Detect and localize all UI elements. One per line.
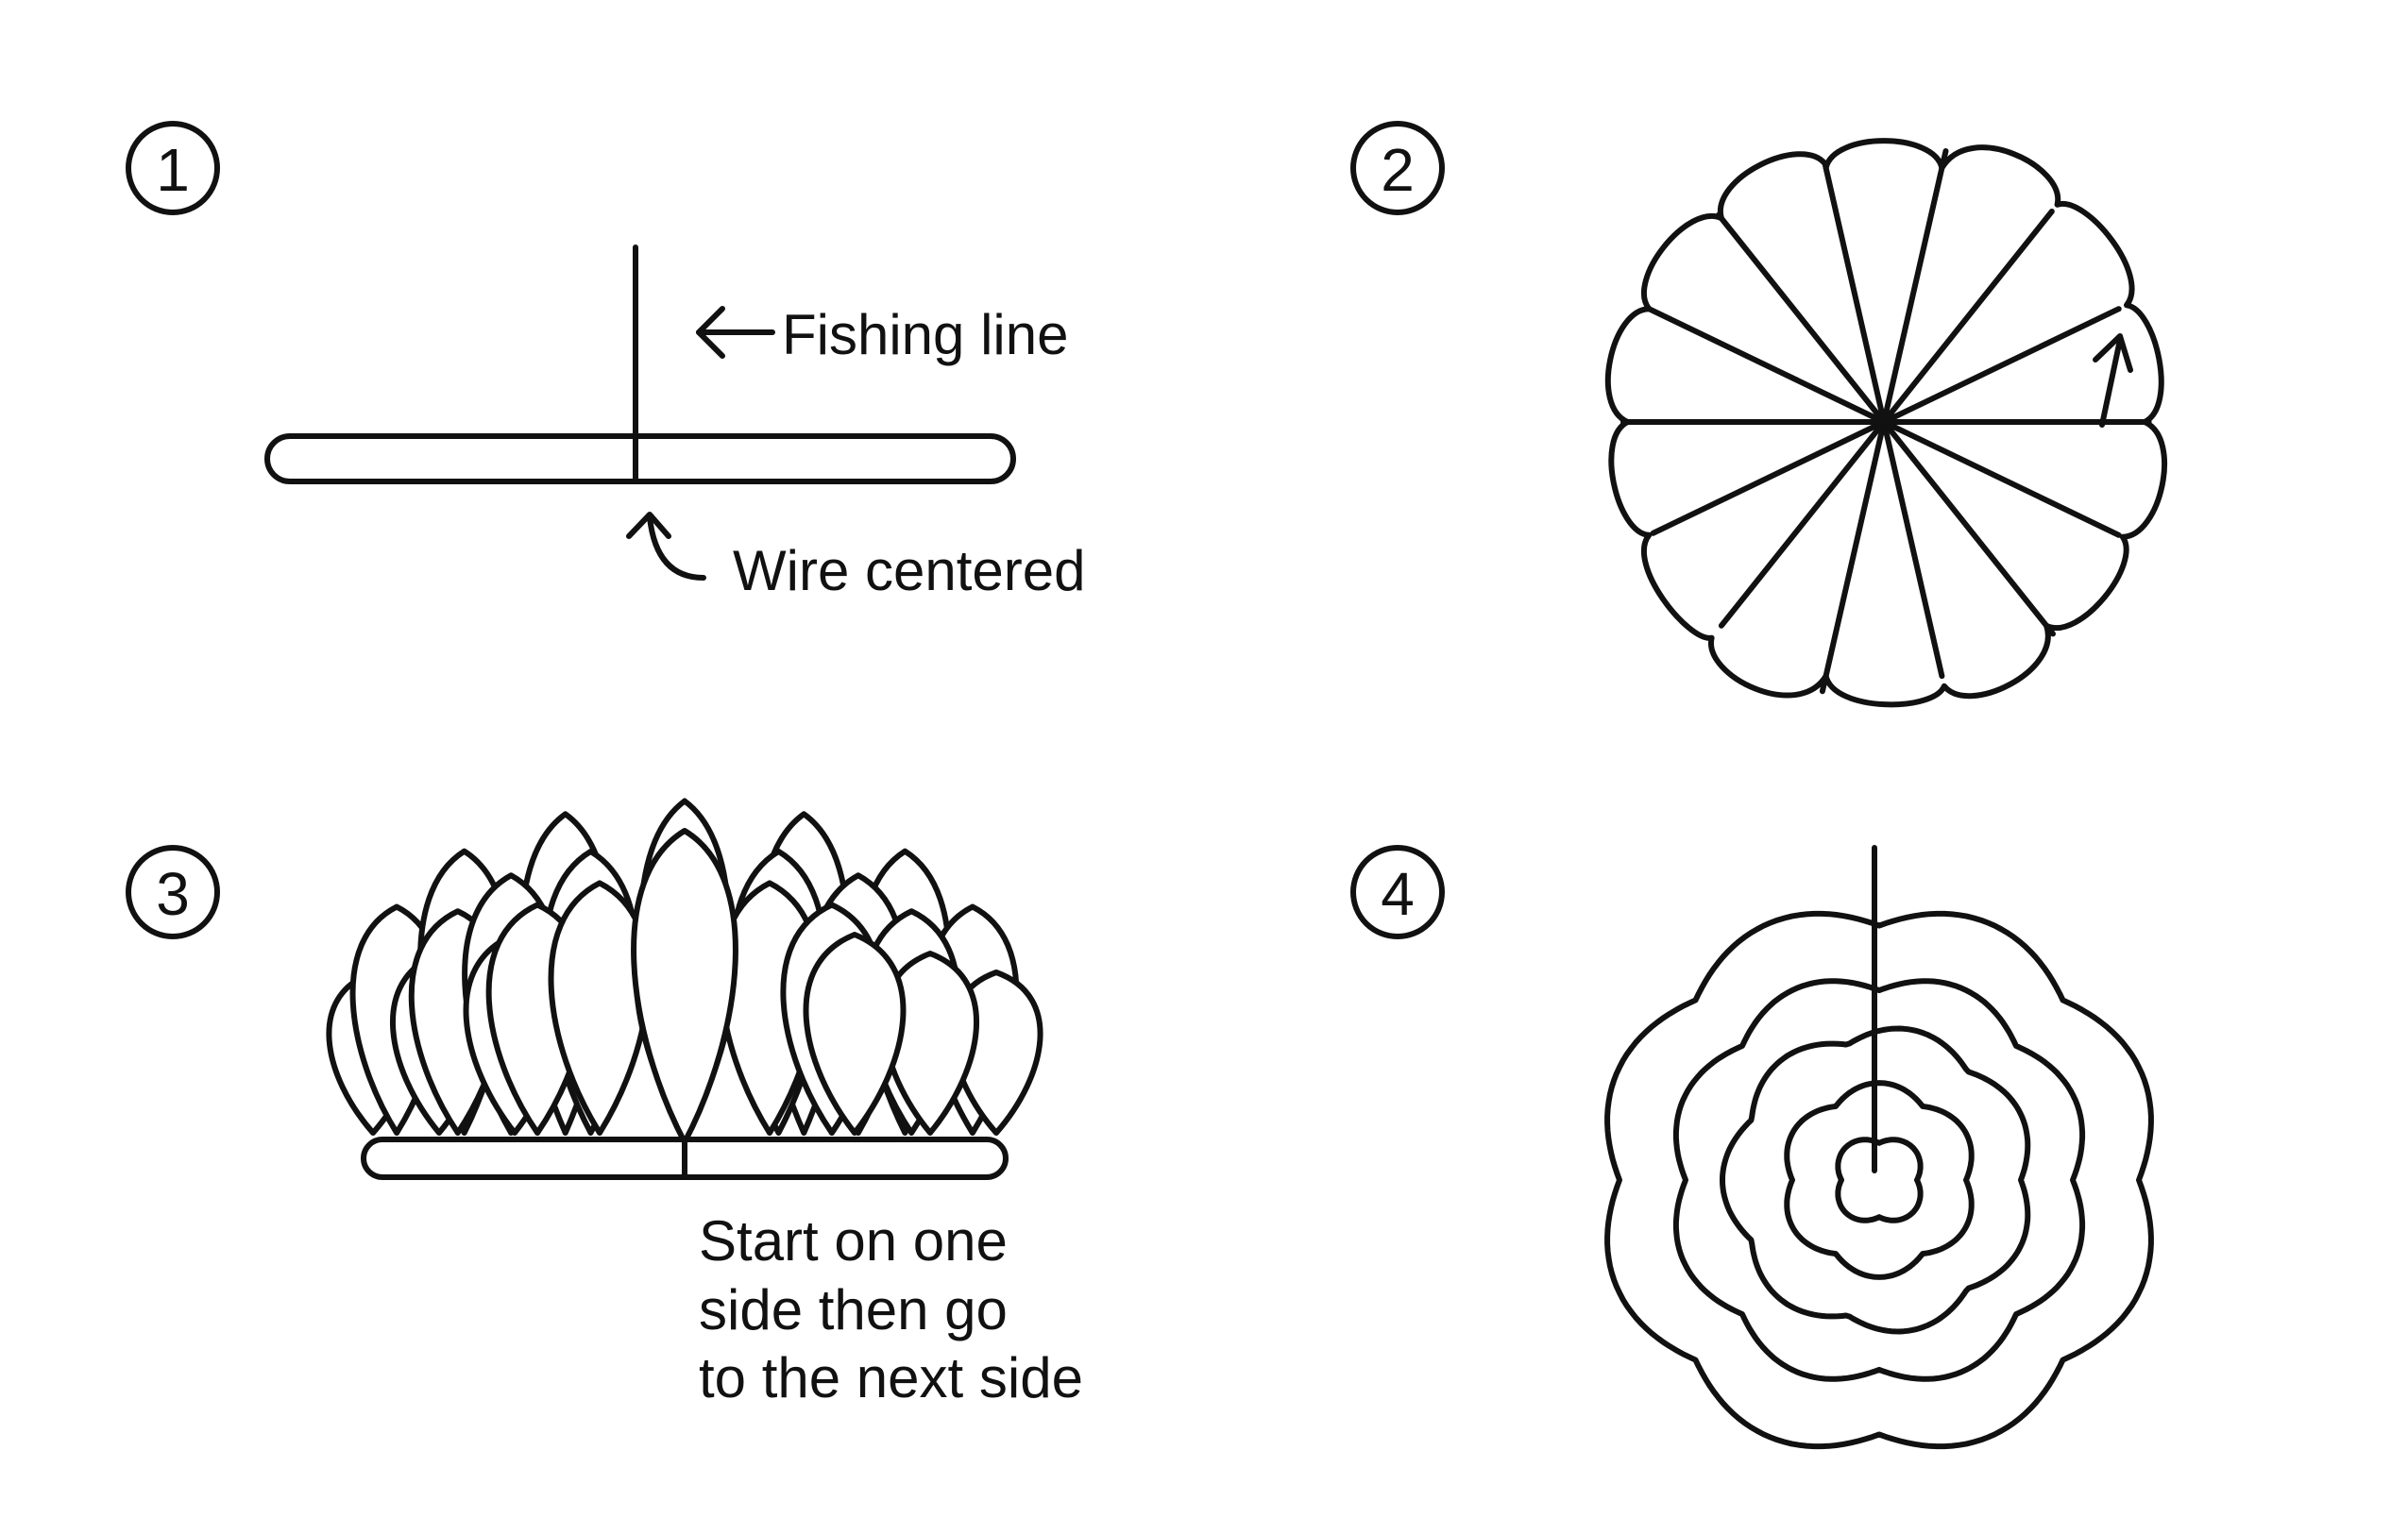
step-3-panel: 3 Start on one side then go to the next …: [126, 798, 1083, 1409]
petal: [803, 932, 907, 1136]
petal: [548, 880, 652, 1136]
step-3-number: 3: [156, 860, 190, 928]
flower-ring: [1720, 1025, 2031, 1335]
petal-fold-line: [1881, 306, 2122, 425]
step-3-circle: [126, 845, 220, 939]
wire-bar: [264, 433, 1016, 484]
fanned-petals: [326, 798, 1043, 1145]
flower-outline: [1604, 138, 2168, 708]
flower-ring: [1672, 978, 2086, 1382]
step-1-number: 1: [156, 136, 190, 204]
fishing-line-label: Fishing line: [782, 303, 1069, 366]
petal-fold-line: [1646, 306, 1887, 425]
petal-fold-line: [1819, 419, 1887, 695]
instruction-line-1: Start on one: [699, 1209, 1008, 1273]
instruction-line-2: side then go: [699, 1278, 1008, 1341]
step-3-badge: 3: [126, 845, 220, 939]
petal-fold-line: [1881, 148, 1949, 425]
petal-fold-line: [1823, 164, 1887, 425]
fishing-line-arrow-icon: [696, 306, 775, 359]
petal-fold-line: [1881, 419, 2056, 637]
flower-ring: [1604, 910, 2154, 1450]
petal-fold-line: [1881, 419, 2122, 538]
petal-fold-line: [1881, 419, 1945, 680]
wire-centered-label: Wire centered: [733, 539, 1085, 602]
petal-fold-line: [1716, 211, 1887, 425]
step-4-circle: [1350, 845, 1445, 939]
petal-fold-line: [1881, 209, 2055, 425]
finished-flower: [1604, 910, 2154, 1450]
step-1-badge: 1: [126, 121, 220, 215]
step-4-number: 4: [1381, 860, 1415, 928]
step-4-badge: 4: [1350, 845, 1445, 939]
step-2-panel: 2: [1350, 121, 2168, 708]
wire-centered-curved-arrow-icon: [626, 512, 706, 581]
step-2-badge: 2: [1350, 121, 1445, 215]
petal-fold-line: [1650, 419, 1887, 536]
petal-fold-line: [1718, 419, 1887, 629]
center-petal: [631, 828, 738, 1145]
step-4-panel: 4: [1350, 845, 2154, 1450]
instruction-line-3: to the next side: [699, 1346, 1083, 1409]
flower-ring: [1835, 1137, 1924, 1223]
folded-flower: [1604, 138, 2168, 708]
rotate-arrow-icon: [2093, 333, 2133, 428]
flower-ring: [1784, 1080, 1975, 1280]
step-2-number: 2: [1381, 136, 1415, 204]
step-2-circle: [1350, 121, 1445, 215]
step-1-panel: 1 Fishing line Wire centered: [126, 121, 1085, 602]
step-1-circle: [126, 121, 220, 215]
